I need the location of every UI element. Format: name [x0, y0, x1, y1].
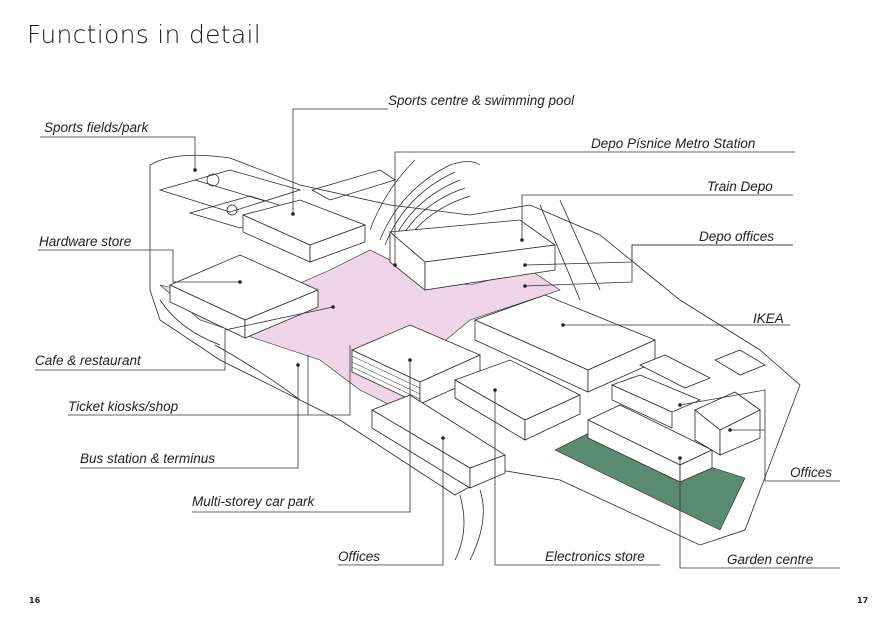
label-sports-centre: Sports centre & swimming pool: [388, 93, 575, 108]
label-ikea: IKEA: [753, 311, 784, 326]
label-depo-offices: Depo offices: [699, 229, 775, 244]
page-title: Functions in detail: [27, 20, 262, 49]
ikea-building: [473, 294, 657, 393]
sports-centre-building: [241, 199, 367, 263]
label-sports-fields: Sports fields/park: [44, 120, 149, 135]
electronics-store-building: [454, 359, 581, 441]
leader-lines: [35, 108, 840, 569]
label-hardware-store: Hardware store: [39, 234, 132, 249]
label-car-park: Multi-storey car park: [192, 494, 315, 509]
label-bus-station: Bus station & terminus: [80, 451, 216, 466]
page-number-right: 17: [857, 596, 869, 605]
label-offices-right: Offices: [790, 465, 833, 480]
label-train-depo: Train Depo: [707, 179, 773, 194]
label-garden-centre: Garden centre: [727, 552, 814, 567]
site-boundary: [149, 154, 801, 546]
garden-centre-building: [587, 404, 713, 483]
car-park-building: [351, 324, 481, 405]
page-number-left: 16: [29, 596, 41, 605]
train-depo-building: [389, 219, 557, 291]
offices-right-buildings: [610, 349, 766, 456]
road-bottom: [454, 494, 465, 561]
hardware-store-building: [169, 254, 320, 339]
label-cafe: Cafe & restaurant: [35, 353, 141, 368]
leader-dots: [193, 168, 732, 460]
garden-centre-area: [554, 429, 746, 531]
label-metro-station: Depo Písnice Metro Station: [591, 136, 756, 151]
label-offices-bottom: Offices: [338, 549, 381, 564]
label-electronics-store: Electronics store: [545, 549, 645, 564]
offices-bottom-building: [371, 394, 506, 489]
label-ticket-kiosks: Ticket kiosks/shop: [68, 399, 179, 414]
